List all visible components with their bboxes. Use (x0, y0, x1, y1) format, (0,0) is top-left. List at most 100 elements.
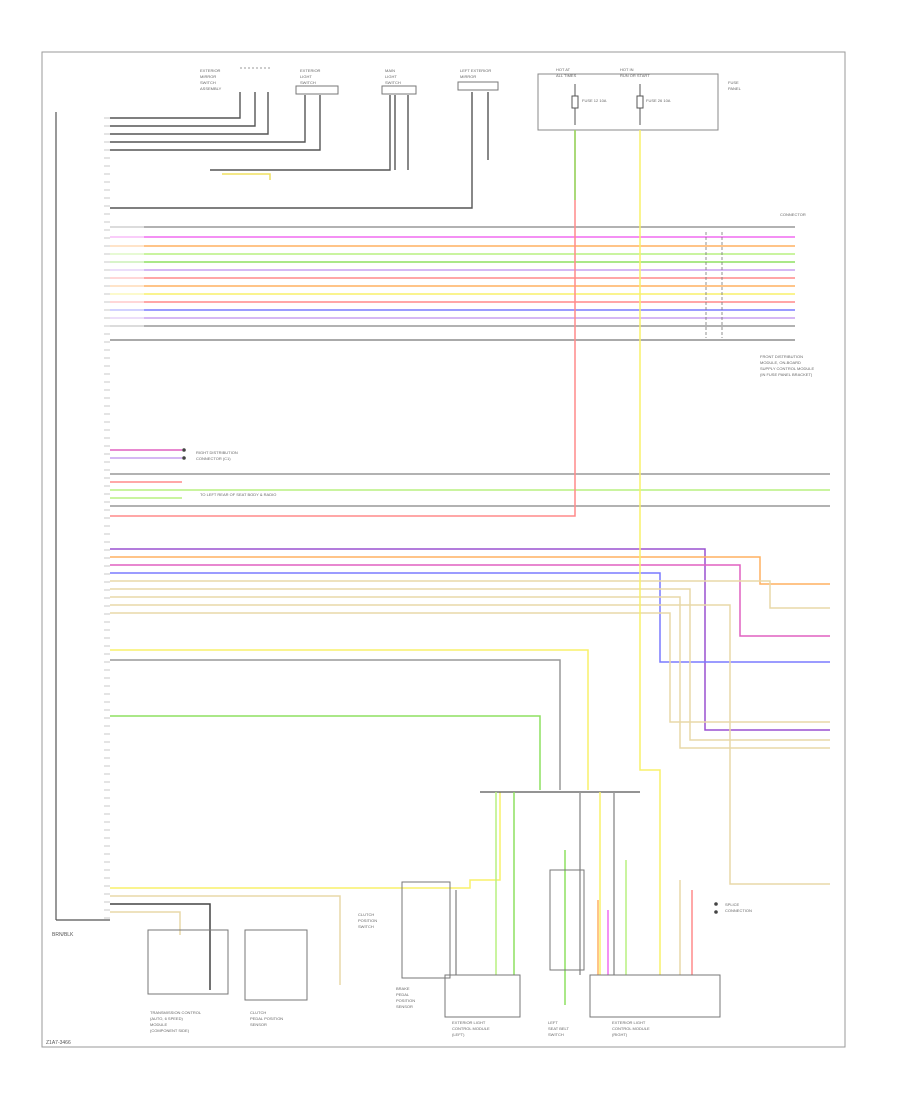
fuse-box: HOT AT ALL TIMES HOT IN RUN OR START FUS… (537, 67, 742, 131)
bus-wire-tag (110, 251, 144, 256)
bus-wire-tag (110, 323, 144, 328)
ext-switch-line-2: MIRROR (200, 74, 216, 79)
low-wire (110, 564, 830, 637)
diagram-frame (41, 51, 846, 1048)
clutch-pedal-sensor: CLUTCH PEDAL POSITION SENSOR (244, 929, 308, 1027)
svg-text:PANEL: PANEL (728, 86, 742, 91)
low-wire (110, 556, 830, 585)
svg-text:EXTERIOR: EXTERIOR (300, 68, 321, 73)
exterior-light-switch: EXTERIOR LIGHT SWITCH (295, 68, 339, 95)
svg-text:SWITCH: SWITCH (548, 1032, 564, 1037)
low-wire (110, 572, 830, 663)
footer-code: Z1A7-3466 (46, 1040, 71, 1046)
bus-wire-tag (110, 259, 144, 264)
front-module-line-2: MODULE, ON-BOARD (760, 360, 801, 365)
main-light-switch: MAIN LIGHT SWITCH (381, 68, 417, 95)
exterior-light-control-left: EXTERIOR LIGHT CONTROL MODULE (LEFT) (444, 974, 521, 1037)
bus-wire-tag (110, 307, 144, 312)
svg-text:HOT AT: HOT AT (556, 67, 571, 72)
svg-text:SENSOR: SENSOR (396, 1004, 413, 1009)
lower-wire-group (110, 548, 830, 990)
svg-text:POSITION: POSITION (358, 918, 377, 923)
exterior-light-control-right: EXTERIOR LIGHT CONTROL MODULE (RIGHT) (589, 974, 721, 1037)
svg-text:EXTERIOR LIGHT: EXTERIOR LIGHT (452, 1020, 486, 1025)
front-module-line-4: (IN FUSE PANEL BRACKET) (760, 372, 813, 377)
bus-wire-tag (110, 224, 144, 229)
svg-text:EXTERIOR LIGHT: EXTERIOR LIGHT (612, 1020, 646, 1025)
top-black-wires (110, 92, 489, 209)
ground-splice-line-2: CONNECTION (725, 908, 752, 913)
low-wire (110, 580, 830, 609)
low-wire (110, 792, 501, 889)
fuse-26-label: FUSE 26 10A (646, 98, 671, 103)
splice-dot (182, 456, 186, 460)
svg-text:ALL TIMES: ALL TIMES (556, 73, 577, 78)
svg-text:(LEFT): (LEFT) (452, 1032, 465, 1037)
svg-text:CONTROL MODULE: CONTROL MODULE (452, 1026, 490, 1031)
vertical-feed-wires (110, 130, 661, 975)
svg-text:LEFT EXTERIOR: LEFT EXTERIOR (460, 68, 491, 73)
color-wire-bus (110, 224, 795, 341)
low-wire (110, 895, 341, 985)
bus-wire-tag (110, 267, 144, 272)
svg-text:CLUTCH: CLUTCH (250, 1010, 266, 1015)
svg-text:PEDAL: PEDAL (396, 992, 410, 997)
bus-wire-tag (110, 243, 144, 248)
front-module-line-1: FRONT DISTRIBUTION (760, 354, 803, 359)
svg-text:HOT IN: HOT IN (620, 67, 634, 72)
svg-text:LIGHT: LIGHT (300, 74, 312, 79)
svg-text:LEFT: LEFT (548, 1020, 558, 1025)
bottom-module-drops (455, 792, 693, 1005)
low-wire (110, 588, 830, 741)
svg-text:POSITION: POSITION (396, 998, 415, 1003)
bus-wire-tag (110, 291, 144, 296)
bus-wire-tag (110, 234, 144, 239)
fuse-12-label: FUSE 12 10A (582, 98, 607, 103)
left-seat-belt-switch: LEFT SEAT BELT SWITCH (548, 869, 585, 1037)
svg-text:MAIN: MAIN (385, 68, 395, 73)
svg-text:MIRROR: MIRROR (460, 74, 476, 79)
splice-a-line-1: RIGHT DISTRIBUTION (196, 450, 238, 455)
low-wire (110, 604, 830, 885)
svg-text:MODULE: MODULE (150, 1022, 167, 1027)
connector-top-label: CONNECTOR (780, 212, 806, 217)
pin-number-column (104, 117, 110, 919)
svg-text:(RIGHT): (RIGHT) (612, 1032, 628, 1037)
svg-text:SWITCH: SWITCH (385, 80, 401, 85)
svg-text:SWITCH: SWITCH (300, 80, 316, 85)
bus-wire-tag (110, 315, 144, 320)
top-yellow-wire (222, 173, 271, 180)
low-wire (110, 903, 211, 990)
svg-text:SEAT BELT: SEAT BELT (548, 1026, 569, 1031)
middle-wire-group (110, 448, 830, 507)
bus-wire-tag (110, 299, 144, 304)
svg-text:LIGHT: LIGHT (385, 74, 397, 79)
left-rail-label: BRN/BLK (52, 932, 74, 938)
ext-switch-line-1: EXTERIOR (200, 68, 221, 73)
ground-splice-line-1: SPLICE (725, 902, 740, 907)
low-wire (110, 911, 181, 935)
clutch-position-switch: CLUTCH POSITION SWITCH (358, 912, 377, 929)
svg-text:RUN OR START: RUN OR START (620, 73, 650, 78)
svg-text:BRAKE: BRAKE (396, 986, 410, 991)
transmission-control-module: TRANSMISSION CONTROL (AUTO, 6 SPEED) MOD… (147, 929, 229, 1033)
svg-text:CONTROL MODULE: CONTROL MODULE (612, 1026, 650, 1031)
front-module-line-3: SUPPLY CONTROL MODULE (760, 366, 814, 371)
svg-text:(COMPONENT SIDE): (COMPONENT SIDE) (150, 1028, 190, 1033)
svg-text:TRANSMISSION CONTROL: TRANSMISSION CONTROL (150, 1010, 202, 1015)
exterior-mirror-switch: EXTERIOR MIRROR SWITCH ASSEMBLY (200, 67, 270, 91)
splice-b-label: TO LEFT REAR OF SEAT BODY & RADIO (200, 492, 276, 497)
ext-switch-line-4: ASSEMBLY (200, 86, 222, 91)
low-wire (110, 612, 830, 723)
brake-pedal-sensor: BRAKE PEDAL POSITION SENSOR (396, 881, 451, 1009)
splice-a-line-2: CONNECTOR (C1) (196, 456, 231, 461)
svg-text:FUSE: FUSE (728, 80, 739, 85)
low-wire (110, 596, 830, 749)
left-exterior-mirror: LEFT EXTERIOR MIRROR (457, 68, 499, 91)
svg-text:SWITCH: SWITCH (358, 924, 374, 929)
bus-wire-tag (110, 275, 144, 280)
svg-text:CLUTCH: CLUTCH (358, 912, 374, 917)
svg-text:SENSOR: SENSOR (250, 1022, 267, 1027)
ext-switch-line-3: SWITCH (200, 80, 216, 85)
